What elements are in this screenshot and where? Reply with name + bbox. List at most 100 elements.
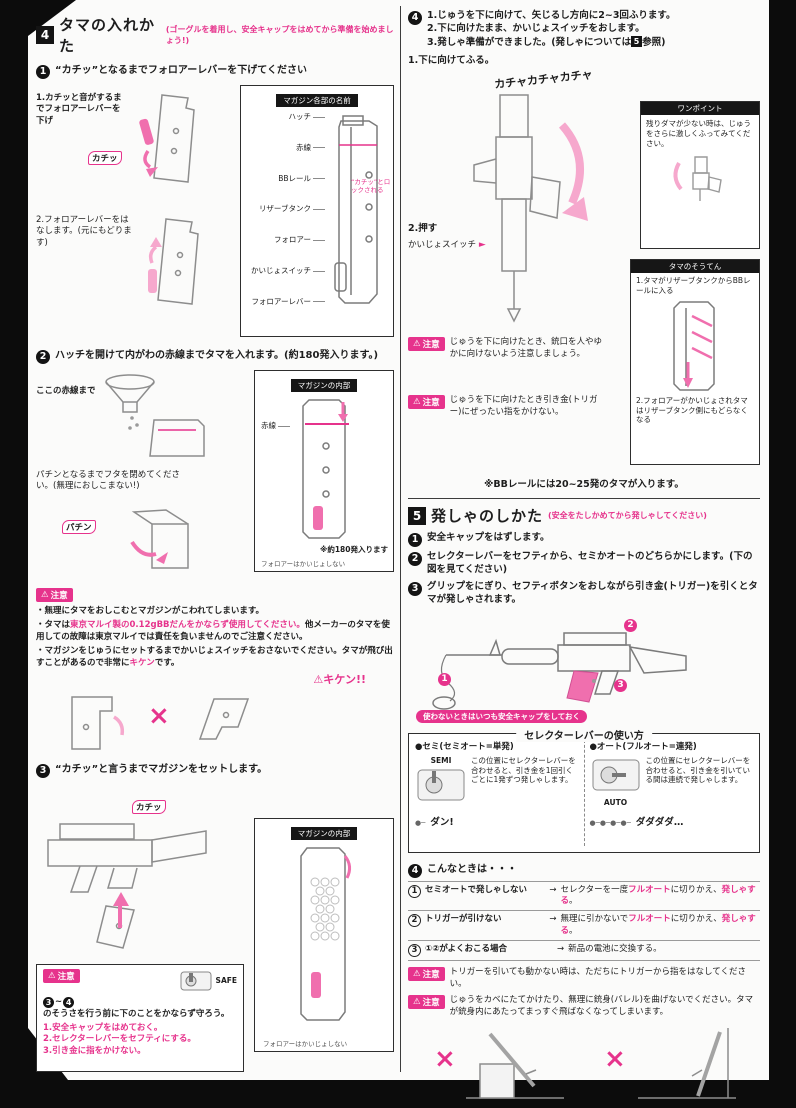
semi-sound: ダン!: [430, 816, 454, 828]
ts-row-2-problem: トリガーが引けない: [425, 914, 502, 925]
bb-loading-title: タマのそうてん: [631, 260, 759, 274]
troubleshoot-row-3: 3 ①②がよくおこる場合 → 新品の電池に交換する。: [408, 941, 760, 962]
auto-selector-illustration: [592, 759, 639, 791]
caution-2-tag: ⚠注意: [43, 969, 80, 984]
step-3: 3 “カチッ”と言うまでマガジンをセットします。: [36, 763, 394, 779]
one-point-title: ワンポイント: [641, 102, 759, 116]
semi-selector-illustration: [417, 769, 465, 801]
left-column: 4 タマの入れかた (ゴーグルを着用し、安全キャップをはめてから準備を始めましょ…: [36, 0, 394, 1073]
ts-row-1-sol-e: 。: [568, 895, 578, 906]
magazine-eject-danger-illustration: [71, 696, 125, 751]
lock-note: “カチッ”とロックされる: [351, 178, 391, 195]
gun-against-wall-illustration: [638, 1028, 736, 1099]
ts-row-2-sol-e: 。: [568, 925, 578, 936]
selector-panel-divider: [583, 739, 585, 846]
semi-sound-row: ●─ ダン!: [415, 810, 579, 830]
receiver-danger-illustration: [198, 698, 250, 741]
shake-caption: 1.下に向けてふる。: [408, 55, 495, 67]
pachin-sound-label: パチン: [62, 520, 96, 534]
magazine-parts-illustration: [334, 115, 378, 304]
selector-usage-title: セレクターレバーの使い方: [516, 726, 652, 742]
magazine-parts-box-title: マガジン各部の名前: [276, 94, 358, 107]
intro-tilde: ~: [55, 996, 63, 1007]
label-follower: フォロアー: [245, 234, 325, 245]
caution-1-label: 注意: [50, 591, 68, 601]
section-5-number: 5: [408, 506, 426, 525]
caution-block-3: ⚠注意 トリガーを引いても動かない時は、ただちにトリガーから指をはなしてください…: [408, 967, 760, 990]
bb-loading-illustration: [673, 301, 715, 391]
ts-row-2-sol-b: フルオート: [628, 914, 671, 925]
auto-selector-figure: AUTO: [590, 756, 642, 808]
caution-4-warning-icon: ⚠: [413, 997, 421, 1008]
magazine-interior-box-1-title: マガジンの内部: [290, 379, 358, 392]
magazine-parts-labels: ハッチ 赤線 BBレール リザーブタンク フォロアー かいじょスイッチ フォロア…: [245, 111, 325, 307]
ts-row-1-sol-c: に切りかえ、: [670, 884, 722, 895]
danger-x-mark: ×: [148, 701, 170, 732]
caution-4-label: 注意: [422, 998, 440, 1009]
ts-row-3-sol-a: 新品の電池に交換する。: [568, 944, 662, 955]
step-4: 4 1.じゅうを下に向けて、矢じるし方向に2~3回ふります。 2.下に向けたまま…: [408, 10, 760, 49]
step-4-line-3-post: 参照): [642, 36, 666, 48]
one-point-text: 残りダマが少ない時は、じゅうをさらに激しくふってみてください。: [646, 119, 751, 148]
switch-arrow-icon: ►: [476, 240, 486, 251]
fire-step-2-text: セレクターレバーをセフティから、セミかオートのどちらかにします。(下の図を見てく…: [427, 551, 753, 576]
ts-row-2-sol-a: 無理に引かないで: [560, 914, 629, 925]
kachi-sound-label: カチッ: [88, 151, 122, 165]
caution-block-1: ⚠注意 ・無理にタマをおしこむとマガジンがこわれてしまいます。 ・タマは東京マル…: [36, 582, 394, 757]
step-4-line-3-pre: 3.発しゃ準備ができました。(発しゃについては: [427, 36, 632, 48]
step-3-number: 3: [36, 764, 50, 779]
caution-1-item-3-pre: ・マガジンをじゅうにセットするまでかいじょスイッチをおさないでください。タマが飛…: [36, 646, 393, 668]
ts-row-1-num: 1: [408, 884, 421, 898]
bb-loading-text-2: 2.フォロアーがかいじょされタマはリザーブタンク側にもどらなくなる: [636, 395, 748, 425]
section-5-inline-ref: 5: [631, 35, 643, 47]
caution-4-tag: ⚠注意: [408, 995, 445, 1010]
ts-row-1-sol-d: 発しゃする: [560, 884, 756, 906]
caution-3-text: トリガーを引いても動かない時は、ただちにトリガーから指をはなしてください。: [449, 967, 746, 989]
semi-selector-figure: SEMI: [415, 756, 467, 808]
callout-1-safety-cap: 1: [438, 672, 451, 686]
auto-sound-row: ●─●─●─●─ ダダダダ…: [590, 810, 754, 830]
lever-down-caption: 1.カチッと音がするまでフォロアーレバーを下げ: [36, 93, 122, 126]
ts-row-2-num: 2: [408, 914, 421, 928]
fire-step-3-number: 3: [408, 581, 422, 596]
rifle-illustration: [432, 631, 687, 710]
ts-row-1-solution: セレクターを一度フルオートに切りかえ、発しゃする。: [560, 885, 760, 908]
section-5-title: 発しゃのしかた: [431, 507, 544, 526]
safe-selector-figure: SAFE: [179, 969, 237, 993]
step-1: 1 “カチッ”となるまでフォロアーレバーを下げてください: [36, 64, 394, 79]
step-2-text: ハッチを開けて内がわの赤線までタマを入れます。(約180発入ります。): [55, 350, 379, 361]
caution-2-rule-2: 2.セレクターレバーをセフティにする。: [43, 1034, 196, 1045]
figure-row-2: ここの赤線まで パチンとなるまでフタを閉めてください。(無理におしこまない!) …: [36, 370, 394, 574]
caution-block-2: ⚠注意 SAFE 3 ~ 4 のそうさを行う前に下のことをかならず守ろう。: [36, 964, 244, 1073]
magazine-parts-box: マガジン各部の名前 ハッチ 赤線 BBレール リザーブタンク フォロアー かいじ…: [240, 85, 394, 337]
one-point-box: ワンポイント 残りダマが少ない時は、じゅうをさらに激しくふってみてください。: [640, 101, 760, 250]
callout-3-trigger: 3: [614, 678, 627, 692]
step-2: 2 ハッチを開けて内がわの赤線までタマを入れます。(約180発入ります。): [36, 349, 394, 364]
caution-1-item-3: ・マガジンをじゅうにセットするまでかいじょスイッチをおさないでください。タマが飛…: [36, 646, 394, 669]
caution-1-tag: ⚠注意: [36, 588, 73, 602]
section-5-header: 5 発しゃのしかた (安全をたしかめてから発しゃしてください): [408, 505, 760, 526]
ts-row-2-solution: 無理に引かないでフルオートに切りかえ、発しゃする。: [560, 914, 760, 937]
auto-position-label: AUTO: [603, 797, 628, 807]
caution-2-warning-icon: ⚠: [48, 971, 56, 982]
caution-1-item-2-post: 他メーカーのタマを使用しての故障は東京マルイでは責任を負いませんのでご注意くださ…: [36, 620, 390, 642]
close-lid-caption: パチンとなるまでフタを閉めてください。(無理におしこまない!): [36, 470, 180, 492]
red-line-label: 赤線: [261, 420, 290, 431]
kachi-set-label: カチッ: [132, 800, 166, 815]
warning-icon: ⚠: [41, 590, 49, 600]
ts-row-2-sol-d: 発しゃする: [560, 914, 756, 936]
full-auto-panel: ●オート(フルオート=連発) AUTO この位置にセレクターレバーを合わせると、…: [585, 734, 760, 852]
step-3-text: “カチッ”と言うまでマガジンをセットします。: [55, 764, 268, 776]
right-column: 4 1.じゅうを下に向けて、矢じるし方向に2~3回ふります。 2.下に向けたまま…: [408, 0, 760, 1108]
prohibited-x-2: ×: [604, 1044, 626, 1075]
semi-shot-dots: ●─: [415, 818, 426, 827]
caution-b-label: 注意: [422, 398, 440, 409]
red-line-caption: ここの赤線まで: [36, 386, 96, 396]
ts-row-3-arrow: →: [557, 944, 565, 955]
prohibited-x-1: ×: [434, 1044, 456, 1075]
danger-warning-icon: ⚠: [313, 673, 324, 687]
caution-a-label: 注意: [422, 340, 440, 351]
caution-2-intro: 3 ~ 4 のそうさを行う前に下のことをかならず守ろう。: [43, 996, 237, 1020]
ts-row-1-problem: セミオートで発しゃしない: [425, 884, 528, 895]
